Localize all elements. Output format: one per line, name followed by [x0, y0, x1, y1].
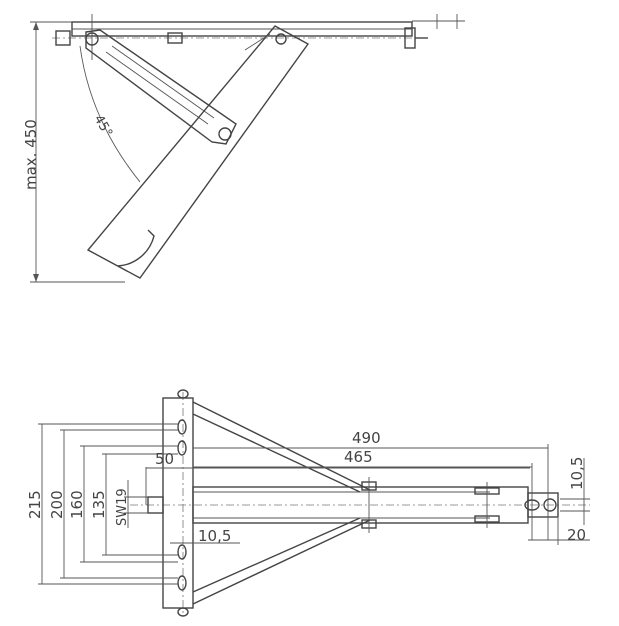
dim-135: 135	[90, 490, 108, 519]
dim-50: 50	[155, 450, 174, 468]
dim-215: 215	[26, 490, 44, 519]
dim-10-5-right: 10,5	[568, 457, 586, 490]
top-view	[38, 389, 590, 617]
dim-465: 465	[344, 448, 373, 466]
angle-label: 45°	[91, 113, 116, 140]
side-view	[30, 14, 465, 283]
dim-20: 20	[567, 526, 586, 544]
dim-200: 200	[48, 490, 66, 519]
dim-490: 490	[352, 429, 381, 447]
dim-10-5-left: 10,5	[198, 527, 231, 545]
height-dimension-label: max. 450	[22, 119, 40, 190]
dim-sw19: SW19	[115, 488, 130, 526]
dim-160: 160	[68, 490, 86, 519]
